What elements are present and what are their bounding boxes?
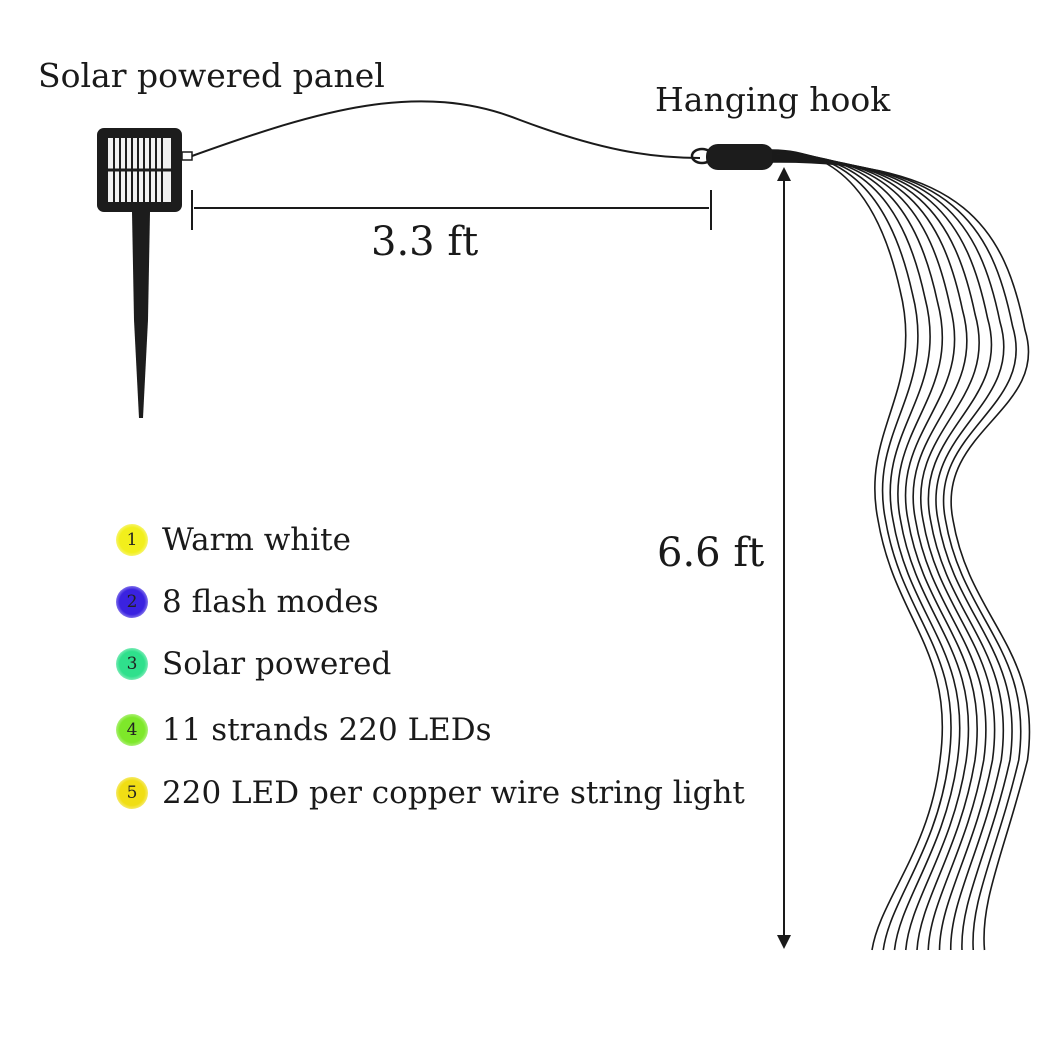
solar-panel-icon xyxy=(97,128,193,212)
feature-item-strands: 4 11 strands 220 LEDs xyxy=(116,708,492,752)
light-strand xyxy=(771,152,970,951)
light-strands xyxy=(771,149,1031,951)
feature-item-copper-wire: 5 220 LED per copper wire string light xyxy=(116,771,745,815)
feature-number-badge: 2 xyxy=(116,586,148,618)
stake-icon xyxy=(132,212,150,418)
solar-panel-label: Solar powered panel xyxy=(38,56,385,95)
light-strand xyxy=(771,158,1013,951)
feature-number-badge: 4 xyxy=(116,714,148,746)
light-strand xyxy=(771,157,1005,951)
light-strand xyxy=(771,149,944,951)
vertical-length-label: 6.6 ft xyxy=(657,530,765,576)
light-strand xyxy=(771,153,978,951)
light-strand xyxy=(771,159,1022,951)
feature-text: 8 flash modes xyxy=(162,584,379,620)
feature-text: Solar powered xyxy=(162,646,392,682)
hanging-hook-label: Hanging hook xyxy=(655,80,891,119)
light-strand xyxy=(771,161,1031,951)
feature-item-flash-modes: 2 8 flash modes xyxy=(116,580,379,624)
light-strand xyxy=(771,150,952,951)
connecting-cable xyxy=(191,100,701,159)
light-strand xyxy=(771,156,996,951)
feature-text: 220 LED per copper wire string light xyxy=(162,775,745,811)
feature-item-solar-powered: 3 Solar powered xyxy=(116,642,391,686)
light-strand xyxy=(771,155,987,951)
horizontal-length-label: 3.3 ft xyxy=(371,219,479,265)
feature-number-badge: 3 xyxy=(116,648,148,680)
hook-icon xyxy=(690,144,774,170)
feature-number-badge: 1 xyxy=(116,524,148,556)
feature-item-warm-white: 1 Warm white xyxy=(116,518,351,562)
light-strand xyxy=(771,151,961,951)
feature-number-badge: 5 xyxy=(116,777,148,809)
feature-text: Warm white xyxy=(162,522,351,558)
horizontal-dimension xyxy=(191,190,712,230)
feature-text: 11 strands 220 LEDs xyxy=(162,712,492,748)
